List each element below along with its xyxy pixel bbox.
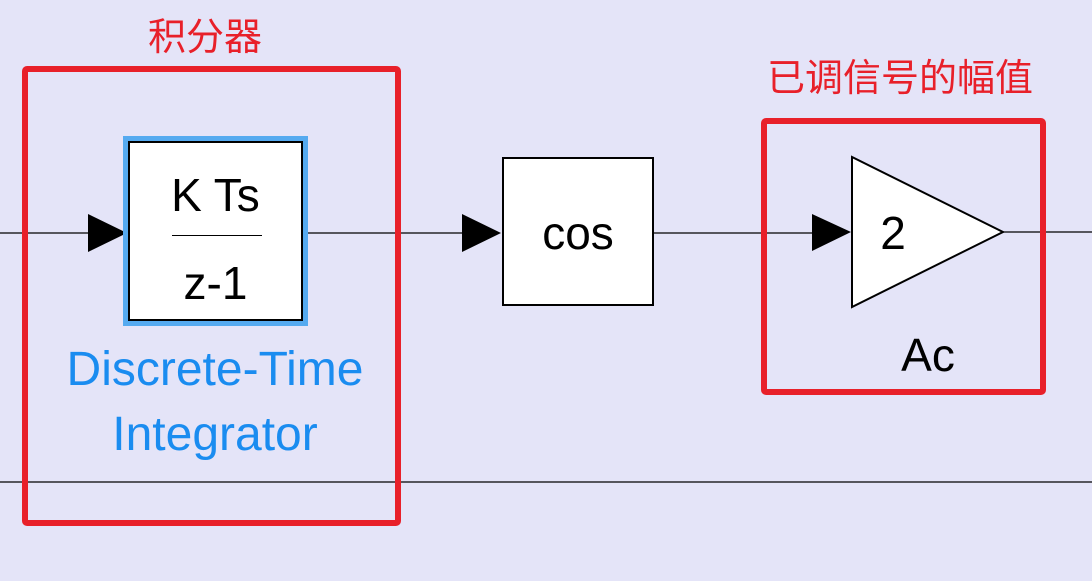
gain-input-arrow-icon	[812, 214, 851, 251]
integrator-annotation-box	[22, 66, 401, 526]
integrator-numerator: K Ts	[171, 169, 260, 221]
integrator-denominator: z-1	[183, 257, 248, 309]
gain-block-name: Ac	[901, 329, 955, 381]
integrator-block-name-line2: Integrator	[112, 408, 318, 461]
integrator-fraction-bar	[172, 235, 262, 236]
integrator-block-name-line1: Discrete-Time	[66, 343, 364, 396]
gain-block-triangle-icon[interactable]	[851, 155, 1006, 309]
gain-block-value: 2	[880, 207, 906, 259]
gain-annotation-box	[761, 118, 1046, 395]
cos-block-label: cos	[542, 207, 614, 259]
cos-input-arrow-icon	[462, 214, 501, 252]
integrator-annotation-label: 积分器	[147, 15, 262, 59]
cos-function-block[interactable]: cos	[502, 157, 654, 306]
gain-annotation-label: 已调信号的幅值	[766, 56, 1033, 100]
discrete-time-integrator-block[interactable]: K Ts z-1	[123, 136, 308, 326]
integrator-input-arrow-icon	[88, 214, 127, 252]
